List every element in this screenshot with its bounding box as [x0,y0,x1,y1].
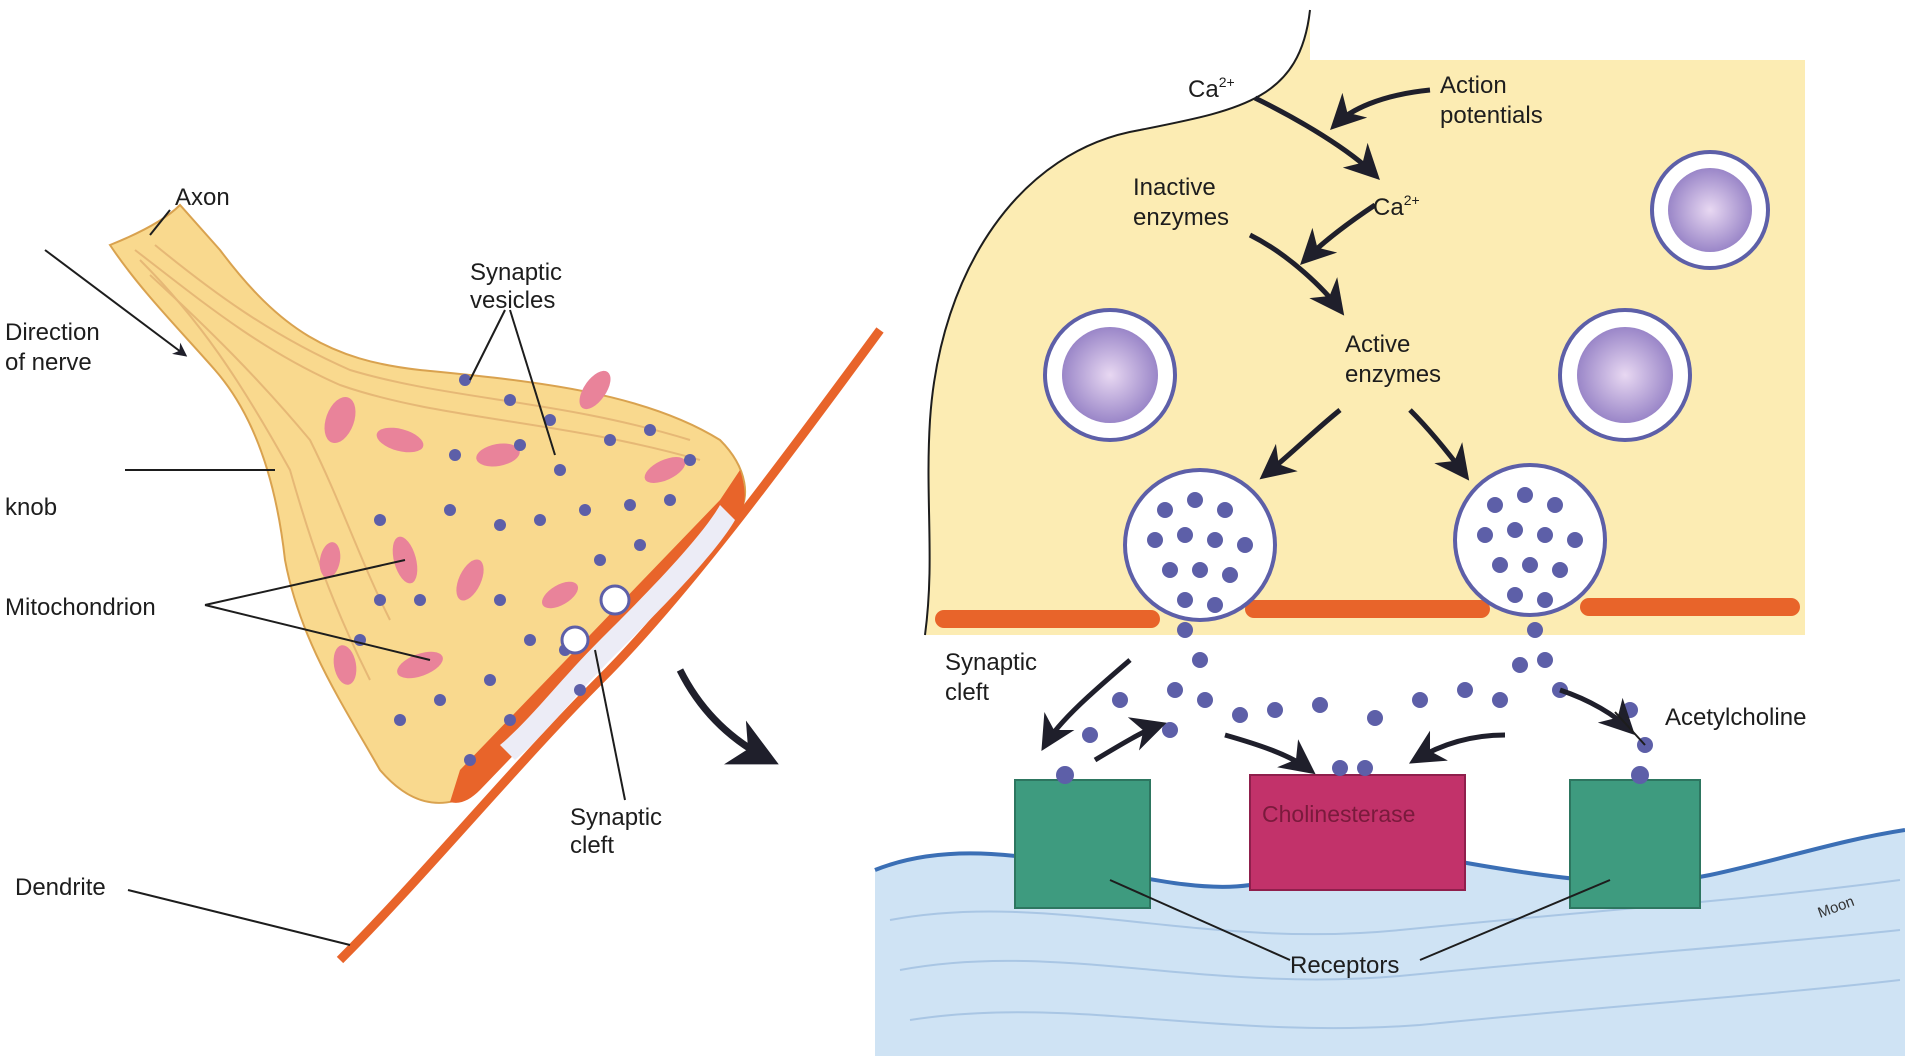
fusing-vesicle-left [1125,470,1275,620]
label-active-2: enzymes [1345,361,1441,388]
label-cleft-left-2: cleft [570,832,614,859]
label-axon: Axon [175,184,230,211]
label-action-1: Action [1440,72,1507,99]
label-cholinesterase: Cholinesterase [1262,801,1415,827]
cholinesterase-enzyme [1250,775,1465,890]
label-vesicles-1: Synaptic [470,259,562,286]
label-active-1: Active [1345,331,1410,358]
right-panel: Ca2+ Action potentials Inactive enzymes … [875,10,1905,1056]
label-cleft-right-1: Synaptic [945,649,1037,676]
label-acetylcholine: Acetylcholine [1665,704,1806,731]
label-mitochondrion: Mitochondrion [5,594,156,621]
label-cleft-right-2: cleft [945,679,989,706]
label-direction-2: of nerve [5,349,92,376]
label-ca-top: Ca2+ [1188,74,1235,103]
label-inactive-2: enzymes [1133,204,1229,231]
label-direction-1: Direction [5,319,100,346]
bound-ach-right [1631,766,1649,784]
label-vesicles-2: vesicles [470,287,555,314]
label-cleft-left-1: Synaptic [570,804,662,831]
left-panel: Axon Direction of nerve knob Synaptic ve… [5,184,880,960]
label-receptors: Receptors [1290,952,1399,979]
label-inactive-1: Inactive [1133,174,1216,201]
label-knob: knob [5,494,57,521]
fusing-vesicle-right [1455,465,1605,615]
label-dendrite: Dendrite [15,874,106,901]
bound-ach-left [1056,766,1074,784]
acetylcholine-molecules [1082,622,1653,753]
cholinesterase-bound-ach [1332,760,1373,776]
zoom-arrow [680,670,770,760]
label-action-2: potentials [1440,102,1543,129]
axon-knob-body [110,205,745,803]
